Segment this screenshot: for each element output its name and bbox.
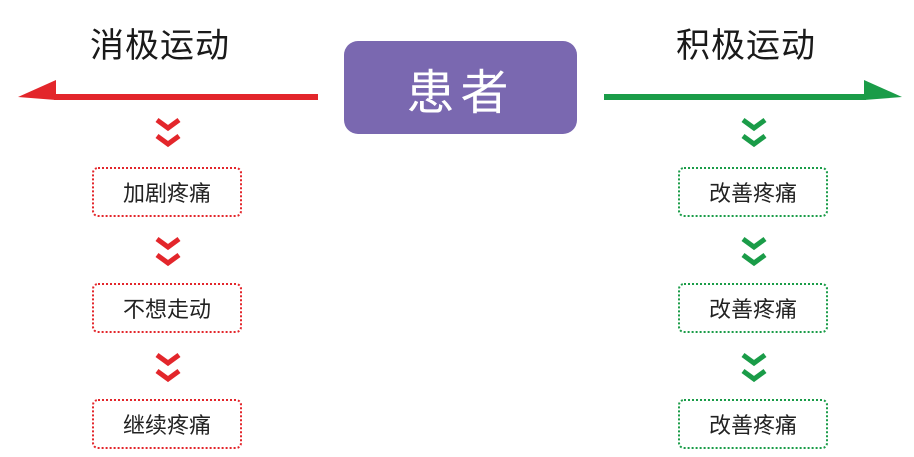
positive-step-box: 改善疼痛 (678, 399, 828, 449)
chevron-down-icon (155, 236, 181, 267)
patient-label: 患者 (406, 64, 515, 121)
negative-step-label: 不想走动 (122, 298, 211, 323)
left-red-arrow-icon (18, 80, 318, 100)
chevron-down-icon (741, 117, 767, 148)
positive-step-label: 改善疼痛 (708, 414, 797, 439)
positive-step-label: 改善疼痛 (708, 182, 797, 207)
negative-step-box: 加剧疼痛 (92, 167, 242, 217)
negative-step-label: 继续疼痛 (122, 414, 211, 439)
negative-step-box: 继续疼痛 (92, 399, 242, 449)
positive-exercise-heading: 积极运动 (676, 26, 816, 66)
negative-step-label: 加剧疼痛 (122, 182, 211, 207)
positive-step-box: 改善疼痛 (678, 167, 828, 217)
chevron-down-icon (155, 352, 181, 383)
chevron-down-icon (155, 117, 181, 148)
right-green-arrow-icon (604, 80, 902, 100)
chevron-down-icon (741, 236, 767, 267)
negative-step-box: 不想走动 (92, 283, 242, 333)
negative-exercise-heading: 消极运动 (90, 26, 230, 66)
positive-step-label: 改善疼痛 (708, 298, 797, 323)
chevron-down-icon (741, 352, 767, 383)
positive-step-box: 改善疼痛 (678, 283, 828, 333)
patient-box: 患者 (344, 41, 577, 134)
